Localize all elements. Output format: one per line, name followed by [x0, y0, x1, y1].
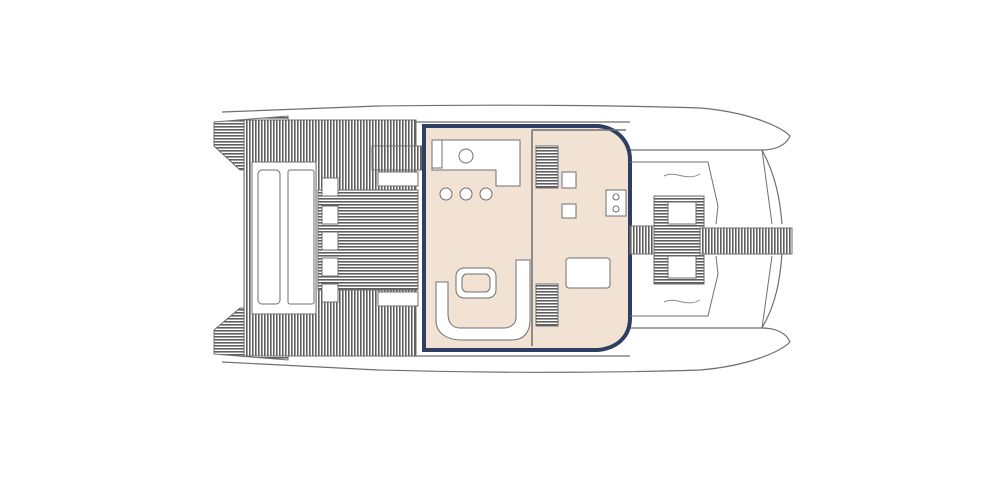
cooktop-burner — [612, 193, 620, 201]
foredeck — [629, 149, 793, 329]
trampoline-bridge — [699, 227, 793, 255]
saloon-table-top — [461, 273, 491, 293]
bar-stool — [458, 148, 474, 164]
bar-stool — [459, 187, 473, 201]
galley-sink — [561, 203, 577, 219]
foredeck-seat-starboard — [667, 255, 697, 279]
bow-net-port — [708, 149, 773, 225]
aft-sunbed — [287, 169, 315, 305]
galley-counter — [431, 139, 521, 187]
cooktop-burner — [612, 205, 620, 213]
aft-deck — [213, 115, 423, 361]
cockpit-chair — [321, 205, 339, 225]
hull-outline-top — [221, 104, 791, 151]
foredeck-cushion-starboard-icon — [663, 299, 701, 304]
aft-lounge-cushion — [257, 169, 281, 305]
bar-stool — [479, 187, 493, 201]
saloon — [422, 124, 632, 352]
galley-cooktop — [605, 189, 627, 217]
cockpit-chair — [321, 257, 339, 277]
stairs-to-starboard-hull — [535, 283, 559, 327]
hull-outline-bottom — [221, 327, 791, 373]
foredeck-seat-port — [667, 201, 697, 225]
cockpit-chair — [321, 283, 339, 303]
flybridge-stairs — [371, 145, 423, 171]
hull — [221, 104, 791, 373]
hull-bow-port — [761, 149, 783, 225]
foredeck-outline-starboard — [630, 255, 719, 317]
bow-net-starboard — [708, 255, 773, 329]
helm-station — [565, 257, 611, 289]
galley-fridge — [561, 171, 577, 189]
foredeck-cushion-port-icon — [663, 173, 701, 178]
cockpit-chairs — [321, 177, 339, 303]
saloon-sofa — [435, 259, 531, 341]
bar-stool — [439, 187, 453, 201]
cockpit-chair — [321, 231, 339, 251]
galley-column — [431, 139, 443, 169]
cockpit-chair — [321, 177, 339, 197]
side-bench-port — [377, 171, 419, 187]
side-bench-starboard — [377, 291, 419, 307]
hull-bow-starboard — [761, 253, 783, 329]
foredeck-outline-port — [630, 161, 719, 225]
stairs-to-port-hull — [535, 145, 559, 189]
